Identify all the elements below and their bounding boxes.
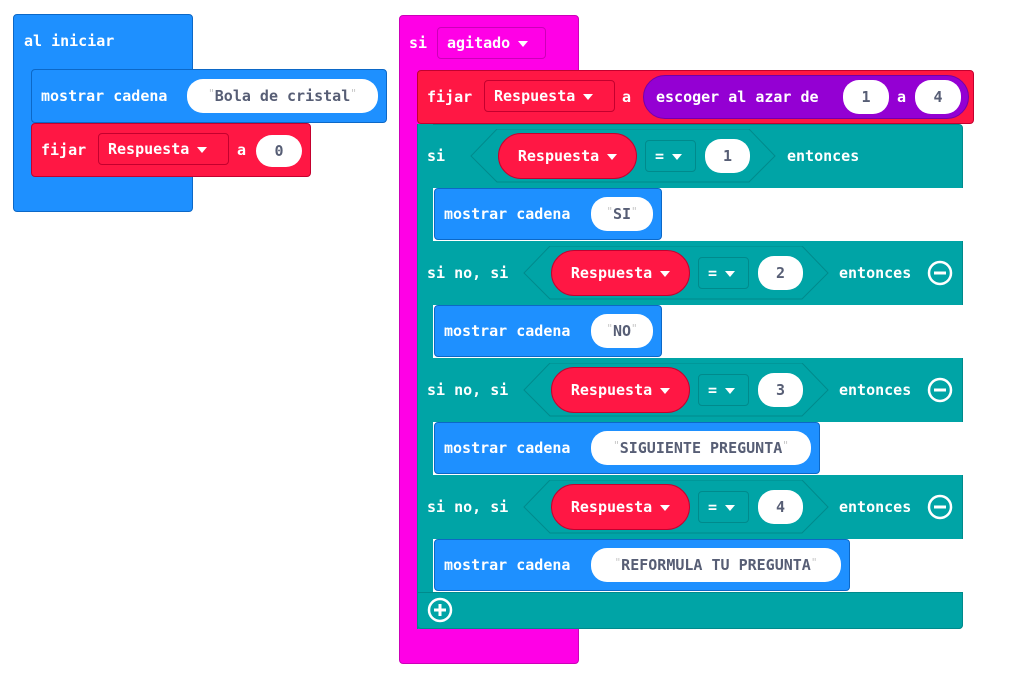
show-string-label: mostrar cadena xyxy=(444,556,571,574)
compare-value: 1 xyxy=(722,147,733,165)
else-if-keyword: si no, si xyxy=(427,498,509,516)
variable-reporter[interactable]: Respuesta xyxy=(498,133,637,179)
caret-down-icon xyxy=(660,387,671,394)
variable-reporter[interactable]: Respuesta xyxy=(551,250,690,296)
on-start-label: al iniciar xyxy=(24,32,115,50)
caret-down-icon xyxy=(725,270,736,277)
minus-circle-icon[interactable] xyxy=(927,377,953,403)
then-label: entonces xyxy=(839,381,912,399)
variable-dropdown[interactable]: Respuesta xyxy=(98,133,229,165)
number-value: 0 xyxy=(274,142,284,160)
random-label: escoger al azar de xyxy=(656,88,819,106)
random-from-input[interactable]: 1 xyxy=(843,80,889,114)
variable-dropdown[interactable]: Respuesta xyxy=(484,80,615,112)
string-input[interactable]: "SI" xyxy=(591,197,653,231)
string-value: REFORMULA TU PREGUNTA xyxy=(621,556,811,574)
random-and-label: a xyxy=(897,88,907,106)
gesture-dropdown[interactable]: agitado xyxy=(437,27,546,59)
then-label: entonces xyxy=(787,147,860,165)
variable-reporter[interactable]: Respuesta xyxy=(551,367,690,413)
operator-dropdown[interactable]: = xyxy=(645,140,696,172)
variable-name: Respuesta xyxy=(570,264,653,282)
set-label: fijar xyxy=(427,88,473,106)
operator-dropdown[interactable]: = xyxy=(698,491,749,523)
minus-circle-icon[interactable] xyxy=(927,260,953,286)
caret-down-icon xyxy=(725,504,736,511)
variable-reporter[interactable]: Respuesta xyxy=(551,484,690,530)
variable-name: Respuesta xyxy=(108,140,190,158)
else-if-keyword: si no, si xyxy=(427,264,509,282)
then-label: entonces xyxy=(839,264,912,282)
string-value: SIGUIENTE PREGUNTA xyxy=(619,439,783,457)
else-if-keyword: si no, si xyxy=(427,381,509,399)
variable-name: Respuesta xyxy=(494,87,576,105)
compare-value-input[interactable]: 4 xyxy=(758,490,803,524)
compare-value: 4 xyxy=(775,498,786,516)
caret-down-icon xyxy=(672,153,683,160)
compare-value-input[interactable]: 2 xyxy=(758,256,803,290)
operator-symbol: = xyxy=(708,381,718,399)
on-gesture-label: si xyxy=(409,34,428,52)
caret-down-icon xyxy=(607,153,618,160)
caret-down-icon xyxy=(660,504,671,511)
compare-value-input[interactable]: 3 xyxy=(758,373,803,407)
caret-down-icon xyxy=(583,93,594,100)
caret-down-icon xyxy=(725,387,736,394)
show-string-label: mostrar cadena xyxy=(444,439,571,457)
compare-value: 2 xyxy=(775,264,786,282)
random-block[interactable] xyxy=(643,75,969,119)
random-to-input[interactable]: 4 xyxy=(915,80,961,114)
caret-down-icon xyxy=(660,270,671,277)
caret-down-icon xyxy=(197,146,208,153)
show-string-block[interactable] xyxy=(434,305,662,357)
string-input[interactable]: "SIGUIENTE PREGUNTA" xyxy=(591,431,811,465)
operator-symbol: = xyxy=(708,498,718,516)
string-value: Bola de cristal xyxy=(214,87,351,105)
variable-name: Respuesta xyxy=(570,498,653,516)
variable-name: Respuesta xyxy=(517,147,600,165)
string-input[interactable]: "Bola de cristal" xyxy=(187,79,378,113)
then-label: entonces xyxy=(839,498,912,516)
string-value: SI xyxy=(612,205,632,223)
variable-name: Respuesta xyxy=(570,381,653,399)
random-from-value: 1 xyxy=(861,88,871,106)
string-value: NO xyxy=(612,322,632,340)
plus-circle-icon[interactable] xyxy=(427,597,453,623)
show-string-label: mostrar cadena xyxy=(41,87,168,105)
compare-value-input[interactable]: 1 xyxy=(705,139,750,173)
operator-symbol: = xyxy=(708,264,718,282)
caret-down-icon xyxy=(518,40,529,47)
operator-symbol: = xyxy=(655,147,665,165)
set-label: fijar xyxy=(41,141,87,159)
if-keyword: si xyxy=(427,147,446,165)
gesture-name: agitado xyxy=(447,34,511,52)
operator-dropdown[interactable]: = xyxy=(698,374,749,406)
random-to-value: 4 xyxy=(933,88,943,106)
operator-dropdown[interactable]: = xyxy=(698,257,749,289)
compare-value: 3 xyxy=(775,381,786,399)
set-to-label: a xyxy=(622,88,632,106)
show-string-label: mostrar cadena xyxy=(444,205,571,223)
string-input[interactable]: "NO" xyxy=(591,314,653,348)
number-input[interactable]: 0 xyxy=(256,135,302,167)
show-string-label: mostrar cadena xyxy=(444,322,571,340)
set-to-label: a xyxy=(237,141,247,159)
string-input[interactable]: "REFORMULA TU PREGUNTA" xyxy=(591,548,841,582)
minus-circle-icon[interactable] xyxy=(927,494,953,520)
